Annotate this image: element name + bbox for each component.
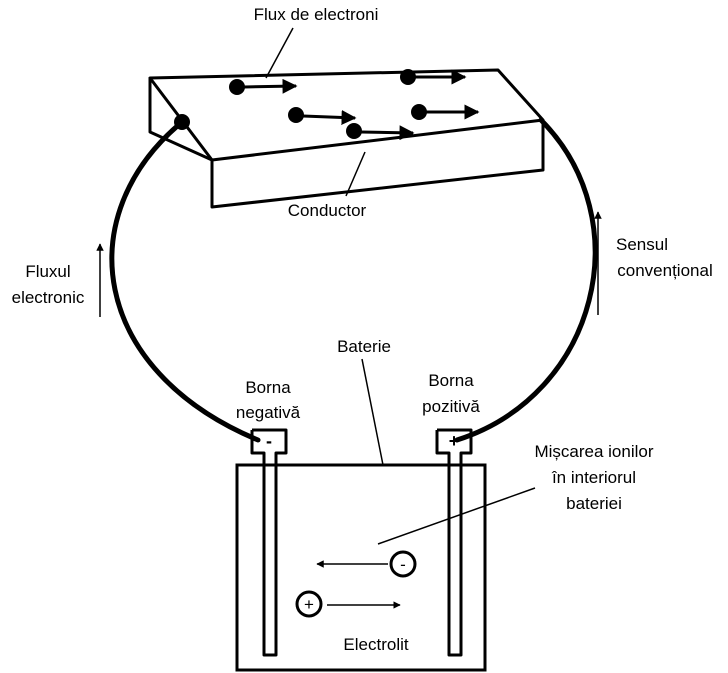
electron — [229, 78, 298, 95]
electron-flow-leader — [265, 27, 294, 79]
positive-terminal-symbol: + — [449, 431, 460, 451]
battery-leader — [361, 358, 384, 466]
electron — [288, 107, 357, 125]
negative-terminal-label-line1: Borna — [245, 378, 291, 397]
negative-terminal-symbol: - — [266, 431, 272, 451]
negative-electrode: - — [250, 428, 288, 657]
electron — [346, 123, 415, 141]
positive-electrode: + — [435, 428, 473, 657]
electrolyte-label: Electrolit — [343, 635, 408, 654]
conventional-label-line2: convențional — [617, 261, 712, 280]
negative-ion-symbol: - — [400, 555, 406, 574]
ions-label-line2: în interiorul — [551, 468, 636, 487]
positive-terminal-label-line2: pozitivă — [422, 397, 480, 416]
ions-leader — [377, 487, 536, 545]
conductor-label: Conductor — [288, 201, 367, 220]
negative-ion: - — [316, 550, 417, 578]
battery-case — [235, 463, 487, 672]
negative-terminal-label-line2: negativă — [236, 403, 301, 422]
electron-group — [229, 69, 480, 141]
positive-ion: + — [295, 590, 401, 618]
battery-label: Baterie — [337, 337, 391, 356]
wire-left — [109, 114, 261, 443]
conductor-block — [148, 68, 545, 209]
ions-label-line1: Mișcarea ionilor — [534, 442, 653, 461]
electronic-flow-label-line1: Fluxul — [25, 262, 70, 281]
electronic-flow-label-line2: electronic — [12, 288, 85, 307]
wire-right — [454, 117, 598, 443]
electron — [411, 104, 480, 120]
positive-terminal-label-line1: Borna — [428, 371, 474, 390]
conductor-leader — [345, 151, 366, 197]
positive-ion-symbol: + — [304, 595, 314, 614]
electron-flow-label: Flux de electroni — [254, 5, 379, 24]
conventional-label-line1: Sensul — [616, 235, 668, 254]
ions-label-line3: bateriei — [566, 494, 622, 513]
electron — [400, 69, 467, 85]
